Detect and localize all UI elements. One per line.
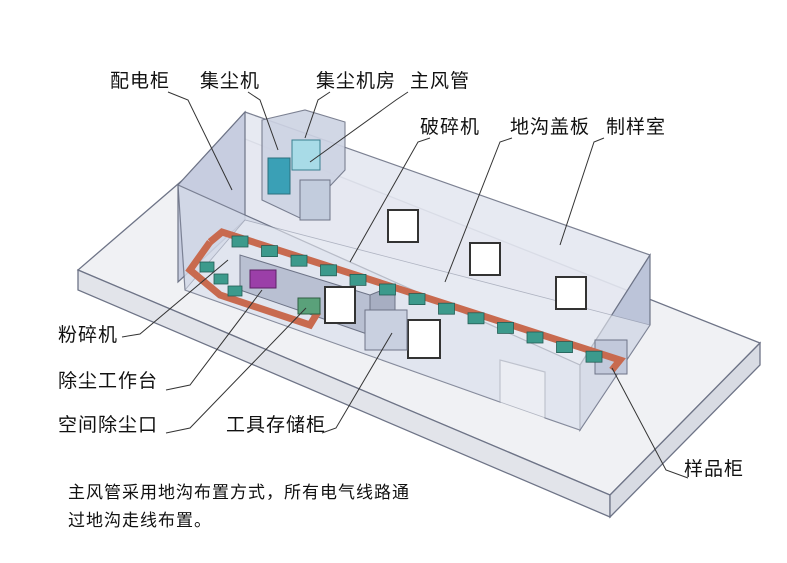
label-dust-bench: 除尘工作台 [58, 370, 159, 392]
label-dust-room: 集尘机房 [316, 70, 397, 92]
pulverizer-unit [227, 285, 243, 297]
crusher-units [199, 235, 603, 363]
pulverizer-unit [199, 261, 215, 273]
label-sample-cabinet: 样品柜 [684, 458, 745, 480]
dust-bench-box [249, 269, 277, 289]
label-main-duct: 主风管 [410, 70, 471, 92]
crusher-unit [438, 302, 455, 315]
label-tool-cabinet: 工具存储柜 [226, 414, 327, 436]
label-power-cabinet: 配电柜 [110, 70, 171, 92]
crusher-unit [585, 350, 603, 363]
pulverizer-unit [213, 273, 229, 285]
crusher-unit [231, 235, 249, 248]
crusher-unit [379, 283, 396, 296]
note-line-2: 过地沟走线布置。 [68, 511, 212, 531]
crusher-unit [408, 293, 426, 306]
label-trench-cover: 地沟盖板 [510, 116, 591, 138]
label-pulverizer: 粉碎机 [58, 324, 119, 346]
crusher-unit [526, 331, 544, 344]
label-crusher: 破碎机 [420, 116, 481, 138]
crusher-unit [261, 245, 278, 258]
label-dust-collector: 集尘机 [200, 70, 261, 92]
note-line-1: 主风管采用地沟布置方式，所有电气线路通 [68, 483, 410, 503]
windows [324, 209, 587, 359]
crusher-unit [497, 321, 514, 334]
crusher-unit [320, 264, 337, 277]
label-space-dust-outlet: 空间除尘口 [58, 414, 159, 436]
dust-collector-room [261, 109, 346, 221]
dust-outlet-box [297, 297, 321, 315]
leader-lines [121, 91, 689, 479]
crusher-unit [290, 254, 308, 267]
crusher-unit [467, 312, 485, 325]
crusher-unit [349, 273, 367, 286]
label-sample-room: 制样室 [606, 116, 667, 138]
crusher-unit [556, 341, 573, 354]
